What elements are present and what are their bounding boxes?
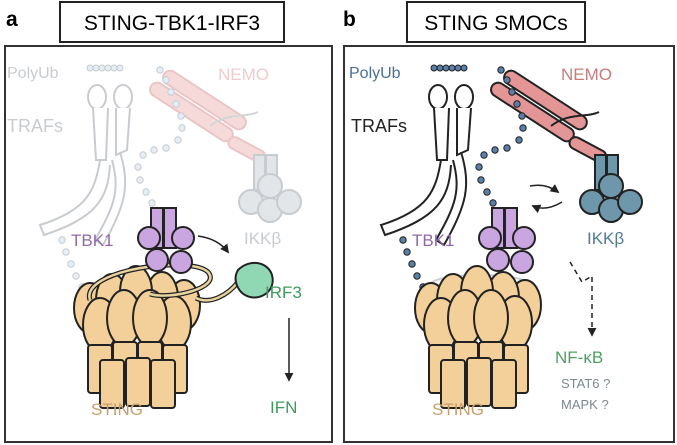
ikkb-complex [579, 154, 643, 223]
nfkb-dashed-arrow [569, 261, 597, 337]
stat6-label: STAT6 ? [561, 376, 610, 391]
panel-a-title: STING-TBK1-IRF3 [84, 12, 260, 35]
ikkb-label: IKKβ [587, 229, 624, 248]
tbk1-label: TBK1 [412, 231, 455, 250]
panel-b-frame [343, 45, 675, 443]
irf3-label: IRF3 [265, 283, 302, 302]
nfkb-label: NF-κB [555, 348, 603, 367]
nemo-label: NEMO [561, 65, 612, 84]
tbk1-complex-a [137, 207, 195, 274]
polyub-label: PolyUb [349, 65, 401, 82]
polyub-chain-faded [58, 64, 186, 291]
sting-oligomer-b [414, 265, 542, 409]
mapk-label: MAPK ? [561, 397, 609, 412]
ikkb-label-a: IKKβ [244, 229, 281, 248]
irf3-protein [234, 261, 274, 299]
exchange-arrow-left [531, 201, 563, 214]
nemo-label-a: NEMO [218, 65, 269, 84]
trafs-faded [38, 84, 133, 247]
tbk1-complex-b [478, 207, 536, 274]
panel-b-title-box [406, 1, 586, 43]
trafs-label: TRAFs [351, 116, 407, 136]
tbk1-label-a: TBK1 [71, 231, 114, 250]
trafs-structure [379, 84, 474, 247]
panel-b-letter: b [343, 8, 356, 31]
panel-a-title-box [59, 1, 285, 43]
ifn-label: IFN [270, 398, 297, 417]
sting-oligomer-a [73, 265, 201, 409]
sting-label-a: STING [91, 400, 143, 419]
panel-a-letter: a [6, 8, 18, 31]
panel-a: a STING-TBK1-IRF3 [4, 1, 333, 443]
tbk1-to-irf3-arrow [197, 235, 230, 254]
polyub-chain [399, 64, 527, 291]
trafs-label-a: TRAFs [7, 116, 63, 136]
panel-b: b STING SMOCs [343, 1, 675, 443]
exchange-arrow-right [529, 184, 560, 194]
panel-b-title: STING SMOCs [424, 12, 568, 35]
sting-label: STING [432, 400, 484, 419]
ikkb-faded [238, 154, 302, 223]
sting-tail-loop-a [87, 262, 240, 303]
panel-a-frame [4, 45, 333, 443]
polyub-label-a: PolyUb [7, 65, 59, 82]
